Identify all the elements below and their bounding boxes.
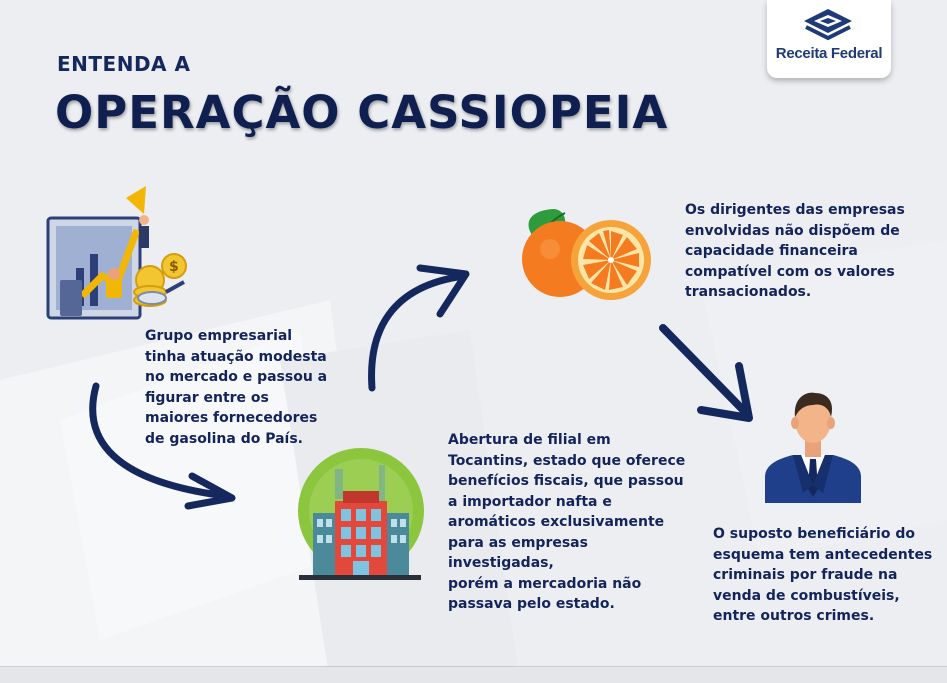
svg-text:$: $ xyxy=(169,259,179,275)
businessman-icon xyxy=(765,392,861,503)
footer-bar xyxy=(0,666,947,683)
page-title: OPERAÇÃO CASSIOPEIA xyxy=(55,86,669,139)
growth-chart-coins-icon: $ xyxy=(46,186,187,320)
subtitle: ENTENDA A xyxy=(57,52,191,76)
orange-fruit-icon xyxy=(522,209,651,300)
receita-federal-logo: Receita Federal xyxy=(767,0,891,78)
receita-federal-emblem-icon xyxy=(804,9,852,41)
arrow-3-icon xyxy=(659,324,753,422)
factory-building-icon xyxy=(298,448,424,580)
arrow-2-icon xyxy=(368,264,470,392)
step-2-text: Abertura de filial em Tocantins, estado … xyxy=(448,432,686,612)
step-3-text: Os dirigentes das empresas envolvidas nã… xyxy=(685,202,905,300)
step-4-text: O suposto beneficiário do esquema tem an… xyxy=(713,526,933,624)
logo-text: Receita Federal xyxy=(775,45,883,62)
arrow-1-icon xyxy=(89,382,236,510)
step-1-text: Grupo empresarial tinha atuação modesta … xyxy=(145,328,328,447)
